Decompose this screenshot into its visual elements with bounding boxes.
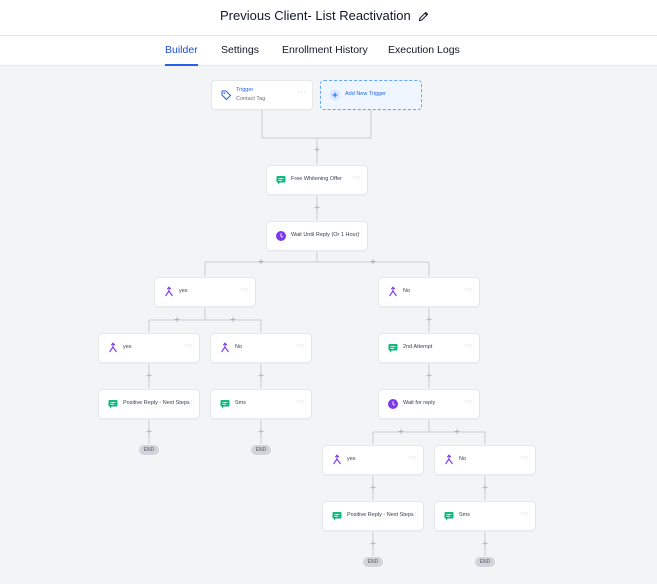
node-label: Positive Reply - Next Steps [123, 400, 190, 406]
active-tab-indicator [165, 64, 198, 66]
trigger-title: Trigger [236, 87, 254, 93]
tag-icon [221, 90, 232, 101]
branch-icon [109, 342, 117, 353]
tab-settings[interactable]: Settings [221, 44, 259, 56]
tab-execution-logs[interactable]: Execution Logs [388, 44, 460, 56]
branch-icon [333, 454, 341, 465]
branch-node-yes[interactable]: yes ··· [98, 333, 200, 363]
node-menu-button[interactable]: ··· [296, 398, 305, 405]
add-new-trigger-button[interactable]: Add New Trigger [320, 80, 422, 110]
end-marker: END [363, 557, 383, 567]
trigger-node[interactable]: Trigger Contact Tag ··· [211, 80, 313, 110]
node-label: Sms [235, 400, 246, 406]
add-step-plus[interactable]: + [425, 371, 433, 380]
add-step-plus[interactable]: + [229, 315, 237, 324]
clock-icon [276, 231, 286, 241]
branch-icon [389, 286, 397, 297]
node-label: Sms [459, 512, 470, 518]
message-icon [276, 176, 286, 185]
tab-bar: Builder Settings Enrollment History Exec… [0, 35, 657, 66]
add-step-plus[interactable]: + [257, 371, 265, 380]
branch-node-no[interactable]: No ··· [210, 333, 312, 363]
node-label: Wait Until Reply (Or 1 Hour) [291, 232, 360, 238]
add-step-plus[interactable]: + [313, 203, 321, 212]
node-menu-button[interactable]: ··· [352, 174, 361, 181]
tab-builder[interactable]: Builder [165, 44, 198, 56]
add-step-plus[interactable]: + [369, 483, 377, 492]
branch-icon [221, 342, 229, 353]
branch-icon [165, 286, 173, 297]
node-menu-button[interactable]: ··· [408, 510, 417, 517]
action-node-positive-reply[interactable]: Positive Reply - Next Steps ··· [322, 501, 424, 531]
add-step-plus[interactable]: + [173, 315, 181, 324]
add-step-plus[interactable]: + [481, 483, 489, 492]
add-step-plus[interactable]: + [145, 371, 153, 380]
wait-node-wait-for-reply[interactable]: Wait for reply ··· [378, 389, 480, 419]
node-label: No [403, 288, 411, 294]
node-menu-button[interactable]: ··· [464, 286, 473, 293]
node-menu-button[interactable]: ··· [297, 89, 306, 96]
clock-icon [388, 399, 398, 409]
node-menu-button[interactable]: ··· [184, 342, 193, 349]
add-step-plus[interactable]: + [425, 315, 433, 324]
page-title: Previous Client- List Reactivation [220, 8, 411, 23]
trigger-subtitle: Contact Tag [236, 96, 266, 102]
node-menu-button[interactable]: ··· [520, 454, 529, 461]
add-step-plus[interactable]: + [145, 427, 153, 436]
branch-node-no[interactable]: No ··· [378, 277, 480, 307]
add-step-plus[interactable]: + [453, 427, 461, 436]
action-node-sms[interactable]: Sms ··· [434, 501, 536, 531]
action-node-sms[interactable]: Sms ··· [210, 389, 312, 419]
add-step-plus[interactable]: + [257, 257, 265, 266]
tab-enrollment-history[interactable]: Enrollment History [282, 44, 368, 56]
add-step-plus[interactable]: + [369, 539, 377, 548]
pencil-icon[interactable] [417, 10, 430, 23]
add-step-plus[interactable]: + [397, 427, 405, 436]
node-label: Wait for reply [403, 400, 436, 406]
branch-node-yes[interactable]: yes ··· [154, 277, 256, 307]
node-label: yes [123, 344, 132, 350]
message-icon [444, 512, 454, 521]
branch-icon [445, 454, 453, 465]
header: Previous Client- List Reactivation [0, 0, 657, 35]
end-marker: END [475, 557, 495, 567]
add-step-plus[interactable]: + [257, 427, 265, 436]
node-menu-button[interactable]: ··· [408, 454, 417, 461]
node-label: 2nd Attempt [403, 344, 433, 350]
node-label: yes [347, 456, 356, 462]
plus-icon [329, 89, 341, 101]
workflow-canvas[interactable]: + + + + + + + + + + + + + + + + + + Trig… [0, 66, 657, 584]
action-node-free-whitening-offer[interactable]: Free Whitening Offer ··· [266, 165, 368, 195]
node-label: Free Whitening Offer [291, 176, 342, 182]
node-menu-button[interactable]: ··· [520, 510, 529, 517]
node-menu-button[interactable]: ··· [240, 286, 249, 293]
action-node-2nd-attempt[interactable]: 2nd Attempt ··· [378, 333, 480, 363]
node-label: No [459, 456, 467, 462]
message-icon [220, 400, 230, 409]
message-icon [388, 344, 398, 353]
node-label: No [235, 344, 243, 350]
node-menu-button[interactable]: ··· [464, 342, 473, 349]
add-step-plus[interactable]: + [481, 539, 489, 548]
wait-node-wait-until-reply[interactable]: Wait Until Reply (Or 1 Hour) ··· [266, 221, 368, 251]
add-new-trigger-label: Add New Trigger [345, 91, 386, 97]
node-label: Positive Reply - Next Steps [347, 512, 414, 518]
branch-node-yes[interactable]: yes ··· [322, 445, 424, 475]
action-node-positive-reply[interactable]: Positive Reply - Next Steps ··· [98, 389, 200, 419]
add-step-plus[interactable]: + [313, 145, 321, 154]
message-icon [108, 400, 118, 409]
node-menu-button[interactable]: ··· [464, 398, 473, 405]
node-menu-button[interactable]: ··· [352, 230, 361, 237]
end-marker: END [251, 445, 271, 455]
node-menu-button[interactable]: ··· [296, 342, 305, 349]
node-menu-button[interactable]: ··· [184, 398, 193, 405]
end-marker: END [139, 445, 159, 455]
connector-lines [148, 110, 486, 556]
message-icon [332, 512, 342, 521]
node-label: yes [179, 288, 188, 294]
add-step-plus[interactable]: + [369, 257, 377, 266]
branch-node-no[interactable]: No ··· [434, 445, 536, 475]
